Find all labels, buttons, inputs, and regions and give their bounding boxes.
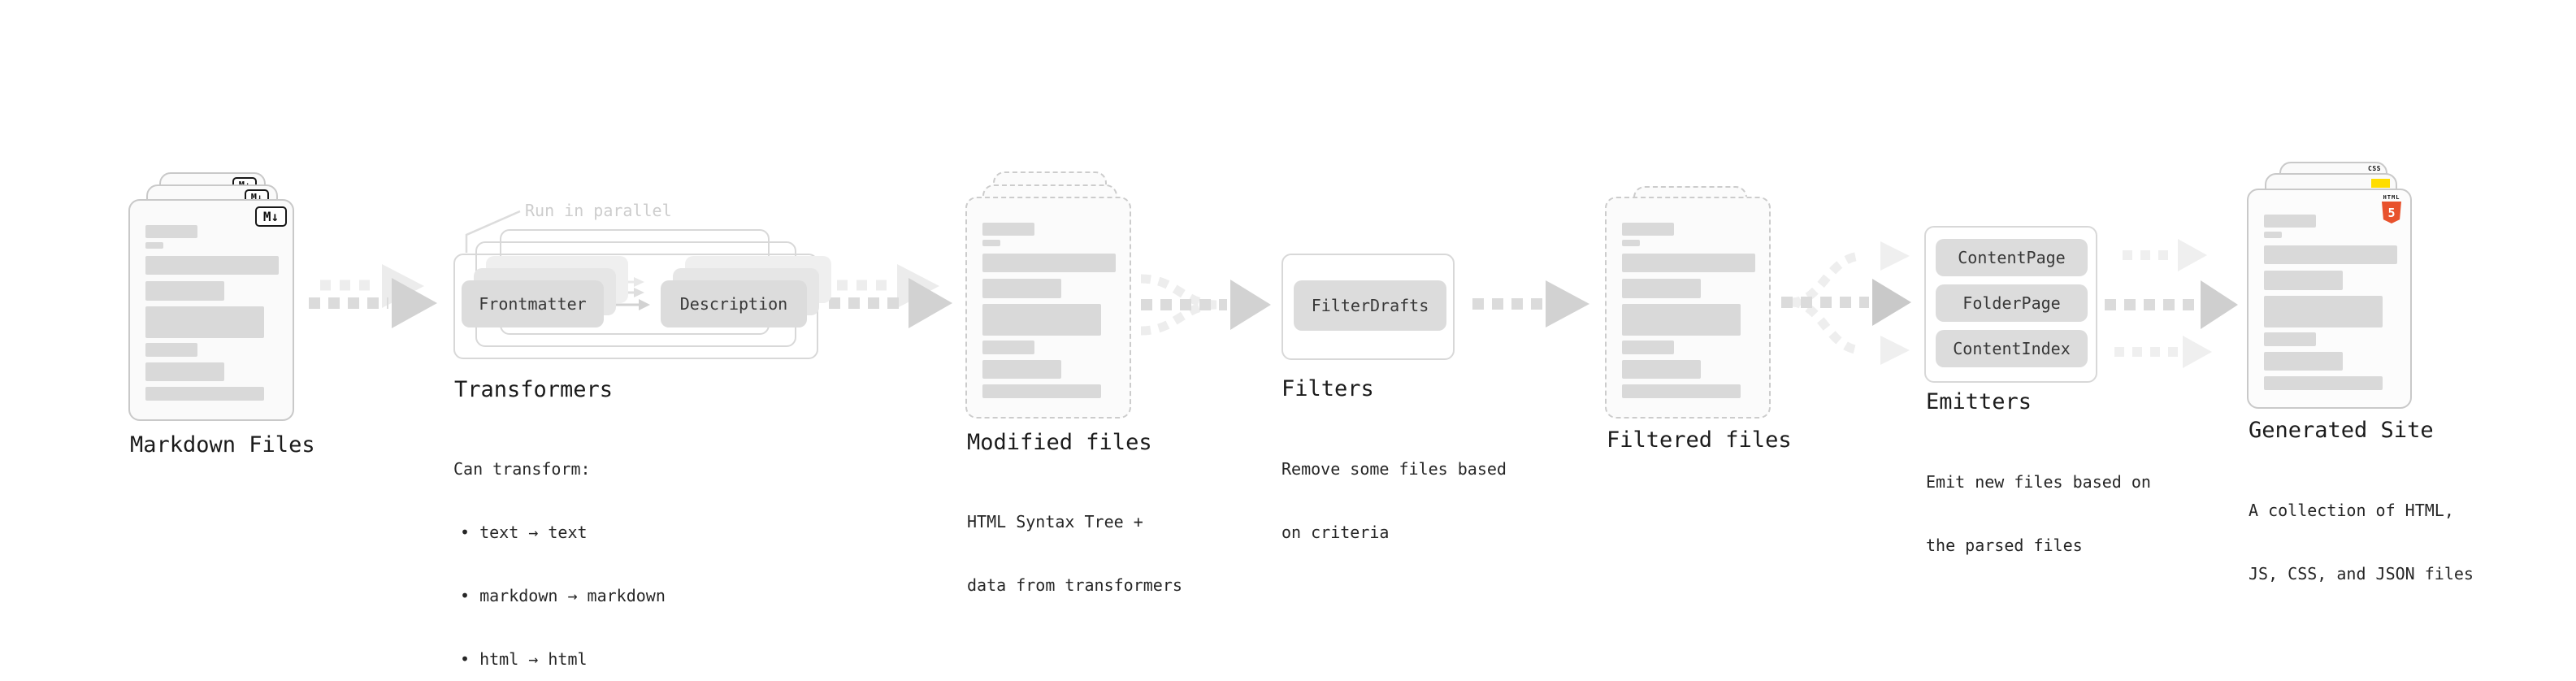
emitters-description: Emit new files based on the parsed files (1926, 429, 2151, 598)
doc-text-bar (1622, 360, 1701, 379)
generated-site-subtext-line: A collection of HTML, (2249, 501, 2454, 520)
contentindex-node: ContentIndex (1936, 330, 2088, 367)
doc-text-bar (145, 362, 224, 381)
html5-icon-label: HTML (2383, 194, 2400, 201)
stage-heading-markdown-files: Markdown Files (130, 432, 315, 458)
stage-heading-filters: Filters (1281, 376, 1374, 401)
doc-text-bar (145, 387, 264, 401)
doc-text-bar (982, 360, 1061, 379)
doc-text-bar (982, 240, 1000, 246)
emitters-subtext-line: the parsed files (1926, 536, 2083, 555)
markdown-icon: M↓ (255, 206, 287, 227)
frontmatter-node: Frontmatter (462, 280, 604, 327)
doc-text-bar (1622, 384, 1741, 398)
doc-text-bar (1622, 254, 1755, 272)
generated-html-file-card: HTML 5 (2247, 189, 2412, 409)
doc-text-bar (2264, 215, 2316, 228)
doc-text-bar (1622, 240, 1640, 246)
doc-text-bar (1622, 340, 1674, 354)
filters-subtext-line: Remove some files based (1281, 459, 1507, 479)
doc-text-bar (145, 281, 224, 301)
doc-text-bar (2264, 232, 2282, 238)
doc-text-bar (1622, 279, 1701, 298)
doc-text-bar (2264, 271, 2343, 290)
doc-text-bar (145, 225, 197, 238)
filters-description: Remove some files based on criteria (1281, 416, 1507, 585)
filters-container: FilterDrafts (1281, 254, 1455, 360)
arrow-modified-to-filters (1140, 274, 1271, 336)
arrow-filtered-to-emitters (1781, 241, 1911, 365)
doc-placeholder-text (2249, 190, 2410, 407)
doc-text-bar (2264, 352, 2343, 371)
stage-heading-emitters: Emitters (1926, 389, 2032, 414)
doc-text-bar (2264, 296, 2383, 327)
doc-placeholder-text (1607, 198, 1769, 417)
transform-bullet: html → html (453, 648, 666, 670)
run-in-parallel-note: Run in parallel (525, 201, 672, 220)
arrow-transformers-to-modified (829, 264, 952, 328)
doc-text-bar (982, 304, 1101, 336)
transform-bullet: markdown → markdown (453, 585, 666, 606)
javascript-icon (2371, 179, 2390, 188)
filters-subtext-line: on criteria (1281, 523, 1390, 542)
doc-text-bar (982, 384, 1101, 398)
emitters-subtext-line: Emit new files based on (1926, 472, 2151, 492)
doc-text-bar (1622, 304, 1741, 336)
modified-files-subtext-line: HTML Syntax Tree + (967, 512, 1143, 531)
modified-files-subtext-line: data from transformers (967, 575, 1182, 595)
doc-text-bar (1622, 223, 1674, 236)
transformers-description: Can transform: text → text markdown → ma… (453, 416, 666, 681)
html5-icon-shield: 5 (2382, 202, 2401, 223)
doc-text-bar (145, 306, 264, 338)
contentpage-node: ContentPage (1936, 239, 2088, 276)
doc-text-bar (982, 254, 1116, 272)
html5-icon: HTML 5 (2381, 194, 2402, 223)
doc-placeholder-text (130, 201, 293, 419)
arrow-emitters-to-generated (2105, 239, 2238, 368)
doc-text-bar (145, 256, 279, 275)
doc-text-bar (2264, 332, 2316, 346)
stage-heading-filtered-files: Filtered files (1607, 427, 1792, 453)
doc-text-bar (145, 242, 163, 249)
filterdrafts-node: FilterDrafts (1294, 280, 1446, 331)
doc-text-bar (145, 343, 197, 357)
parallel-note-connector (465, 210, 521, 253)
folderpage-node: FolderPage (1936, 284, 2088, 322)
modified-files-description: HTML Syntax Tree + data from transformer… (967, 469, 1182, 638)
emitters-container: ContentPage FolderPage ContentIndex (1924, 226, 2097, 383)
doc-text-bar (982, 279, 1061, 298)
doc-text-bar (2264, 376, 2383, 390)
generated-site-description: A collection of HTML, JS, CSS, and JSON … (2249, 458, 2474, 627)
markdown-file-card-front: M↓ (128, 199, 294, 421)
modified-file-card-front (965, 197, 1131, 419)
doc-text-bar (982, 340, 1034, 354)
doc-text-bar (2264, 245, 2397, 264)
stage-heading-transformers: Transformers (454, 377, 614, 402)
doc-placeholder-text (967, 198, 1130, 417)
transform-bullet: text → text (453, 522, 666, 543)
description-node: Description (661, 280, 807, 327)
stage-heading-modified-files: Modified files (967, 430, 1152, 455)
generated-site-subtext-line: JS, CSS, and JSON files (2249, 564, 2474, 583)
filtered-file-card-front (1605, 197, 1771, 419)
doc-text-bar (982, 223, 1034, 236)
stage-heading-generated-site: Generated Site (2249, 418, 2434, 443)
arrow-filters-to-filtered (1472, 280, 1589, 327)
arrow-markdown-to-transformers (309, 264, 437, 328)
can-transform-title: Can transform: (453, 459, 591, 479)
